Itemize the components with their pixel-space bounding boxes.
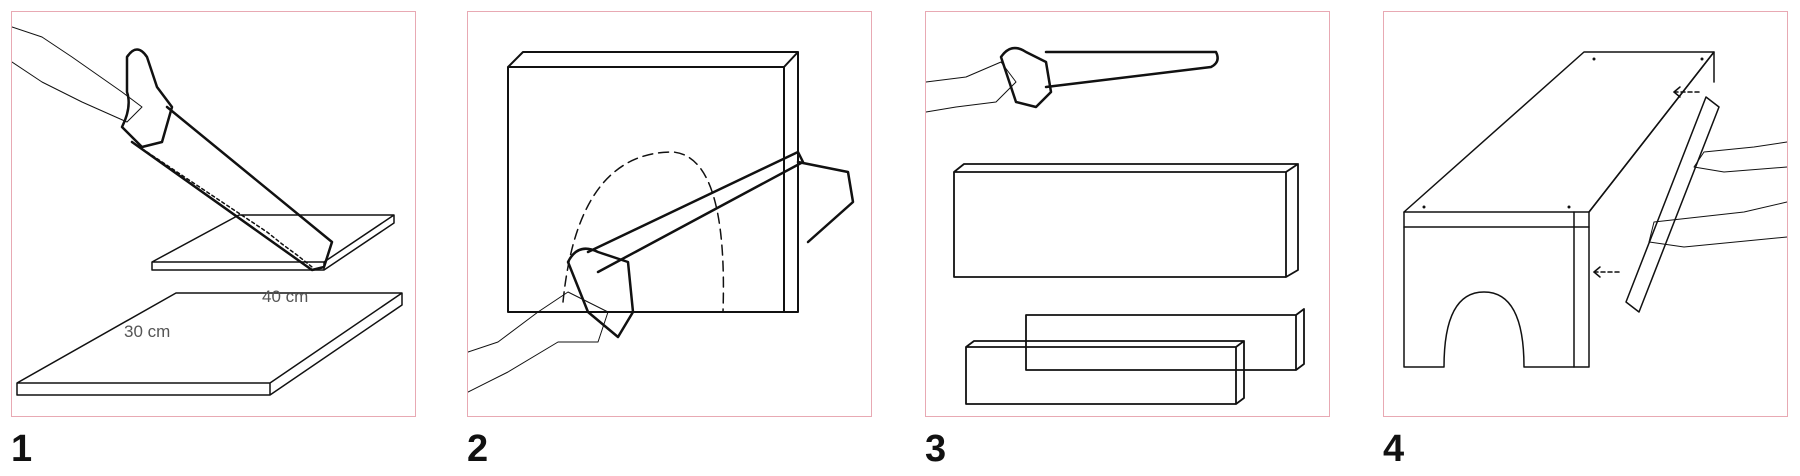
stool-side <box>1573 51 1715 368</box>
width-label: 40 cm <box>262 287 308 306</box>
board <box>507 51 799 313</box>
large-board <box>16 292 403 396</box>
step-1-panel: 40 cm 30 cm <box>11 11 416 417</box>
arm <box>926 61 1017 113</box>
hand <box>468 291 609 393</box>
step-4-number: 4 <box>1383 428 1405 470</box>
saw-handle-icon <box>566 247 635 339</box>
short-board-back <box>1025 308 1305 371</box>
saw-handle-icon <box>120 48 174 149</box>
side-rail <box>1625 96 1720 313</box>
short-board-front <box>965 340 1245 405</box>
small-board <box>151 214 395 271</box>
step-2-number: 2 <box>467 428 489 470</box>
step-2-illustration <box>468 51 855 393</box>
saw-handle-icon <box>999 46 1053 109</box>
saw-blade <box>586 150 805 274</box>
step-1-illustration: 40 cm 30 cm <box>12 26 403 396</box>
long-board <box>953 163 1299 278</box>
saw-blade <box>130 105 334 272</box>
step-1-number: 1 <box>11 428 33 470</box>
arm <box>12 26 143 123</box>
cut-line <box>562 151 725 313</box>
step-3-illustration <box>926 46 1305 405</box>
step-3-panel <box>925 11 1330 417</box>
stool-front <box>1403 211 1575 368</box>
step-4-illustration <box>1403 51 1787 368</box>
hand-top <box>1693 141 1787 173</box>
step-4-panel <box>1383 11 1788 417</box>
step-2-panel <box>467 11 872 417</box>
hand-bottom <box>1648 201 1787 248</box>
saw-blade <box>1044 50 1219 89</box>
stool-top <box>1403 51 1715 213</box>
depth-label: 30 cm <box>124 322 170 341</box>
saw-blade-tip <box>796 160 855 244</box>
step-3-number: 3 <box>925 428 947 470</box>
